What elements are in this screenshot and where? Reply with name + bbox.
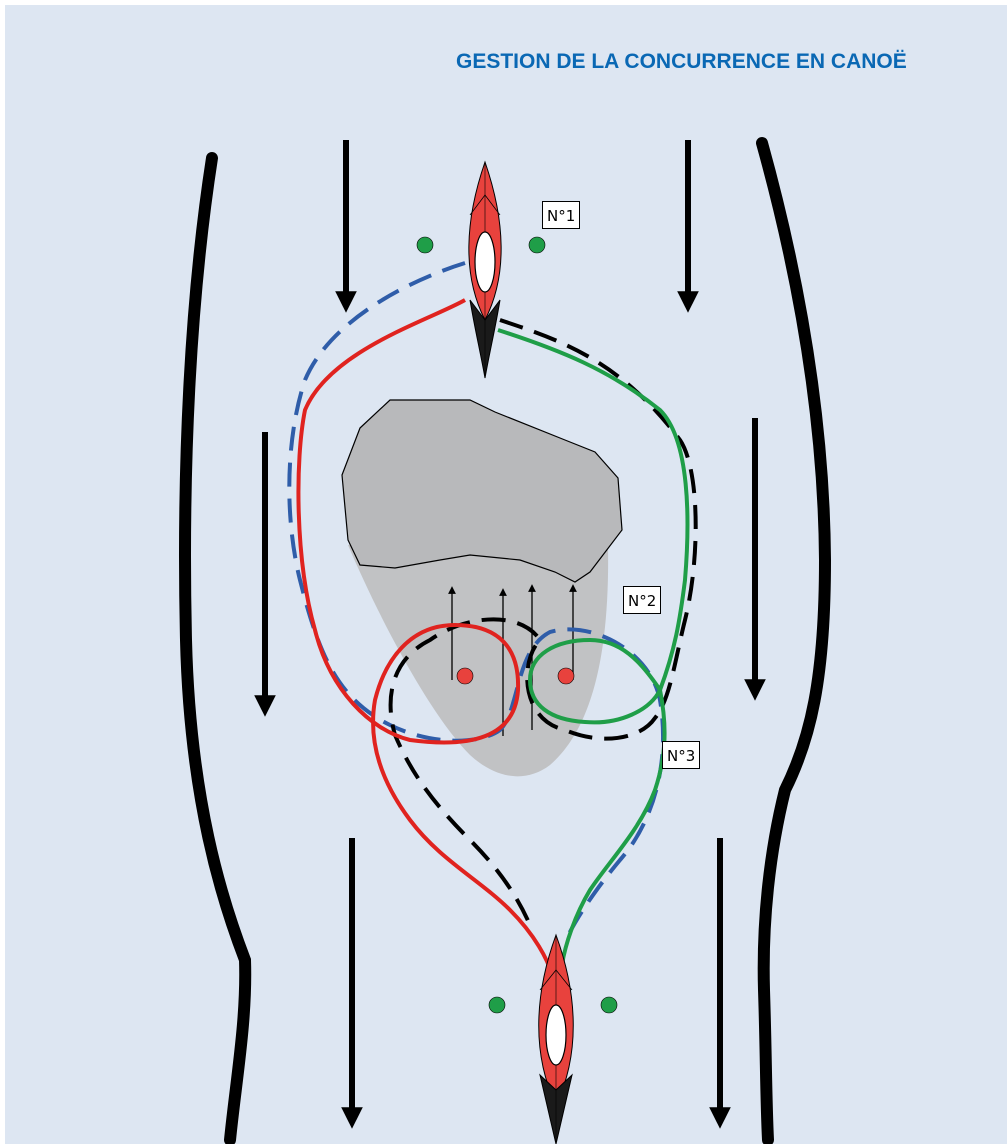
red-gate-buoy [457, 668, 473, 684]
label-n1: N°1 [542, 201, 580, 229]
red-gate-buoy [558, 668, 574, 684]
green-gate-buoy [529, 237, 545, 253]
label-n3: N°3 [662, 741, 700, 769]
green-gate-buoy [601, 997, 617, 1013]
cockpit [475, 232, 495, 292]
green-gate-buoy [489, 997, 505, 1013]
cockpit [546, 1005, 566, 1065]
diagram-title: GESTION DE LA CONCURRENCE EN CANOË [456, 50, 907, 74]
green-gate-buoy [417, 237, 433, 253]
label-n2: N°2 [623, 586, 661, 614]
